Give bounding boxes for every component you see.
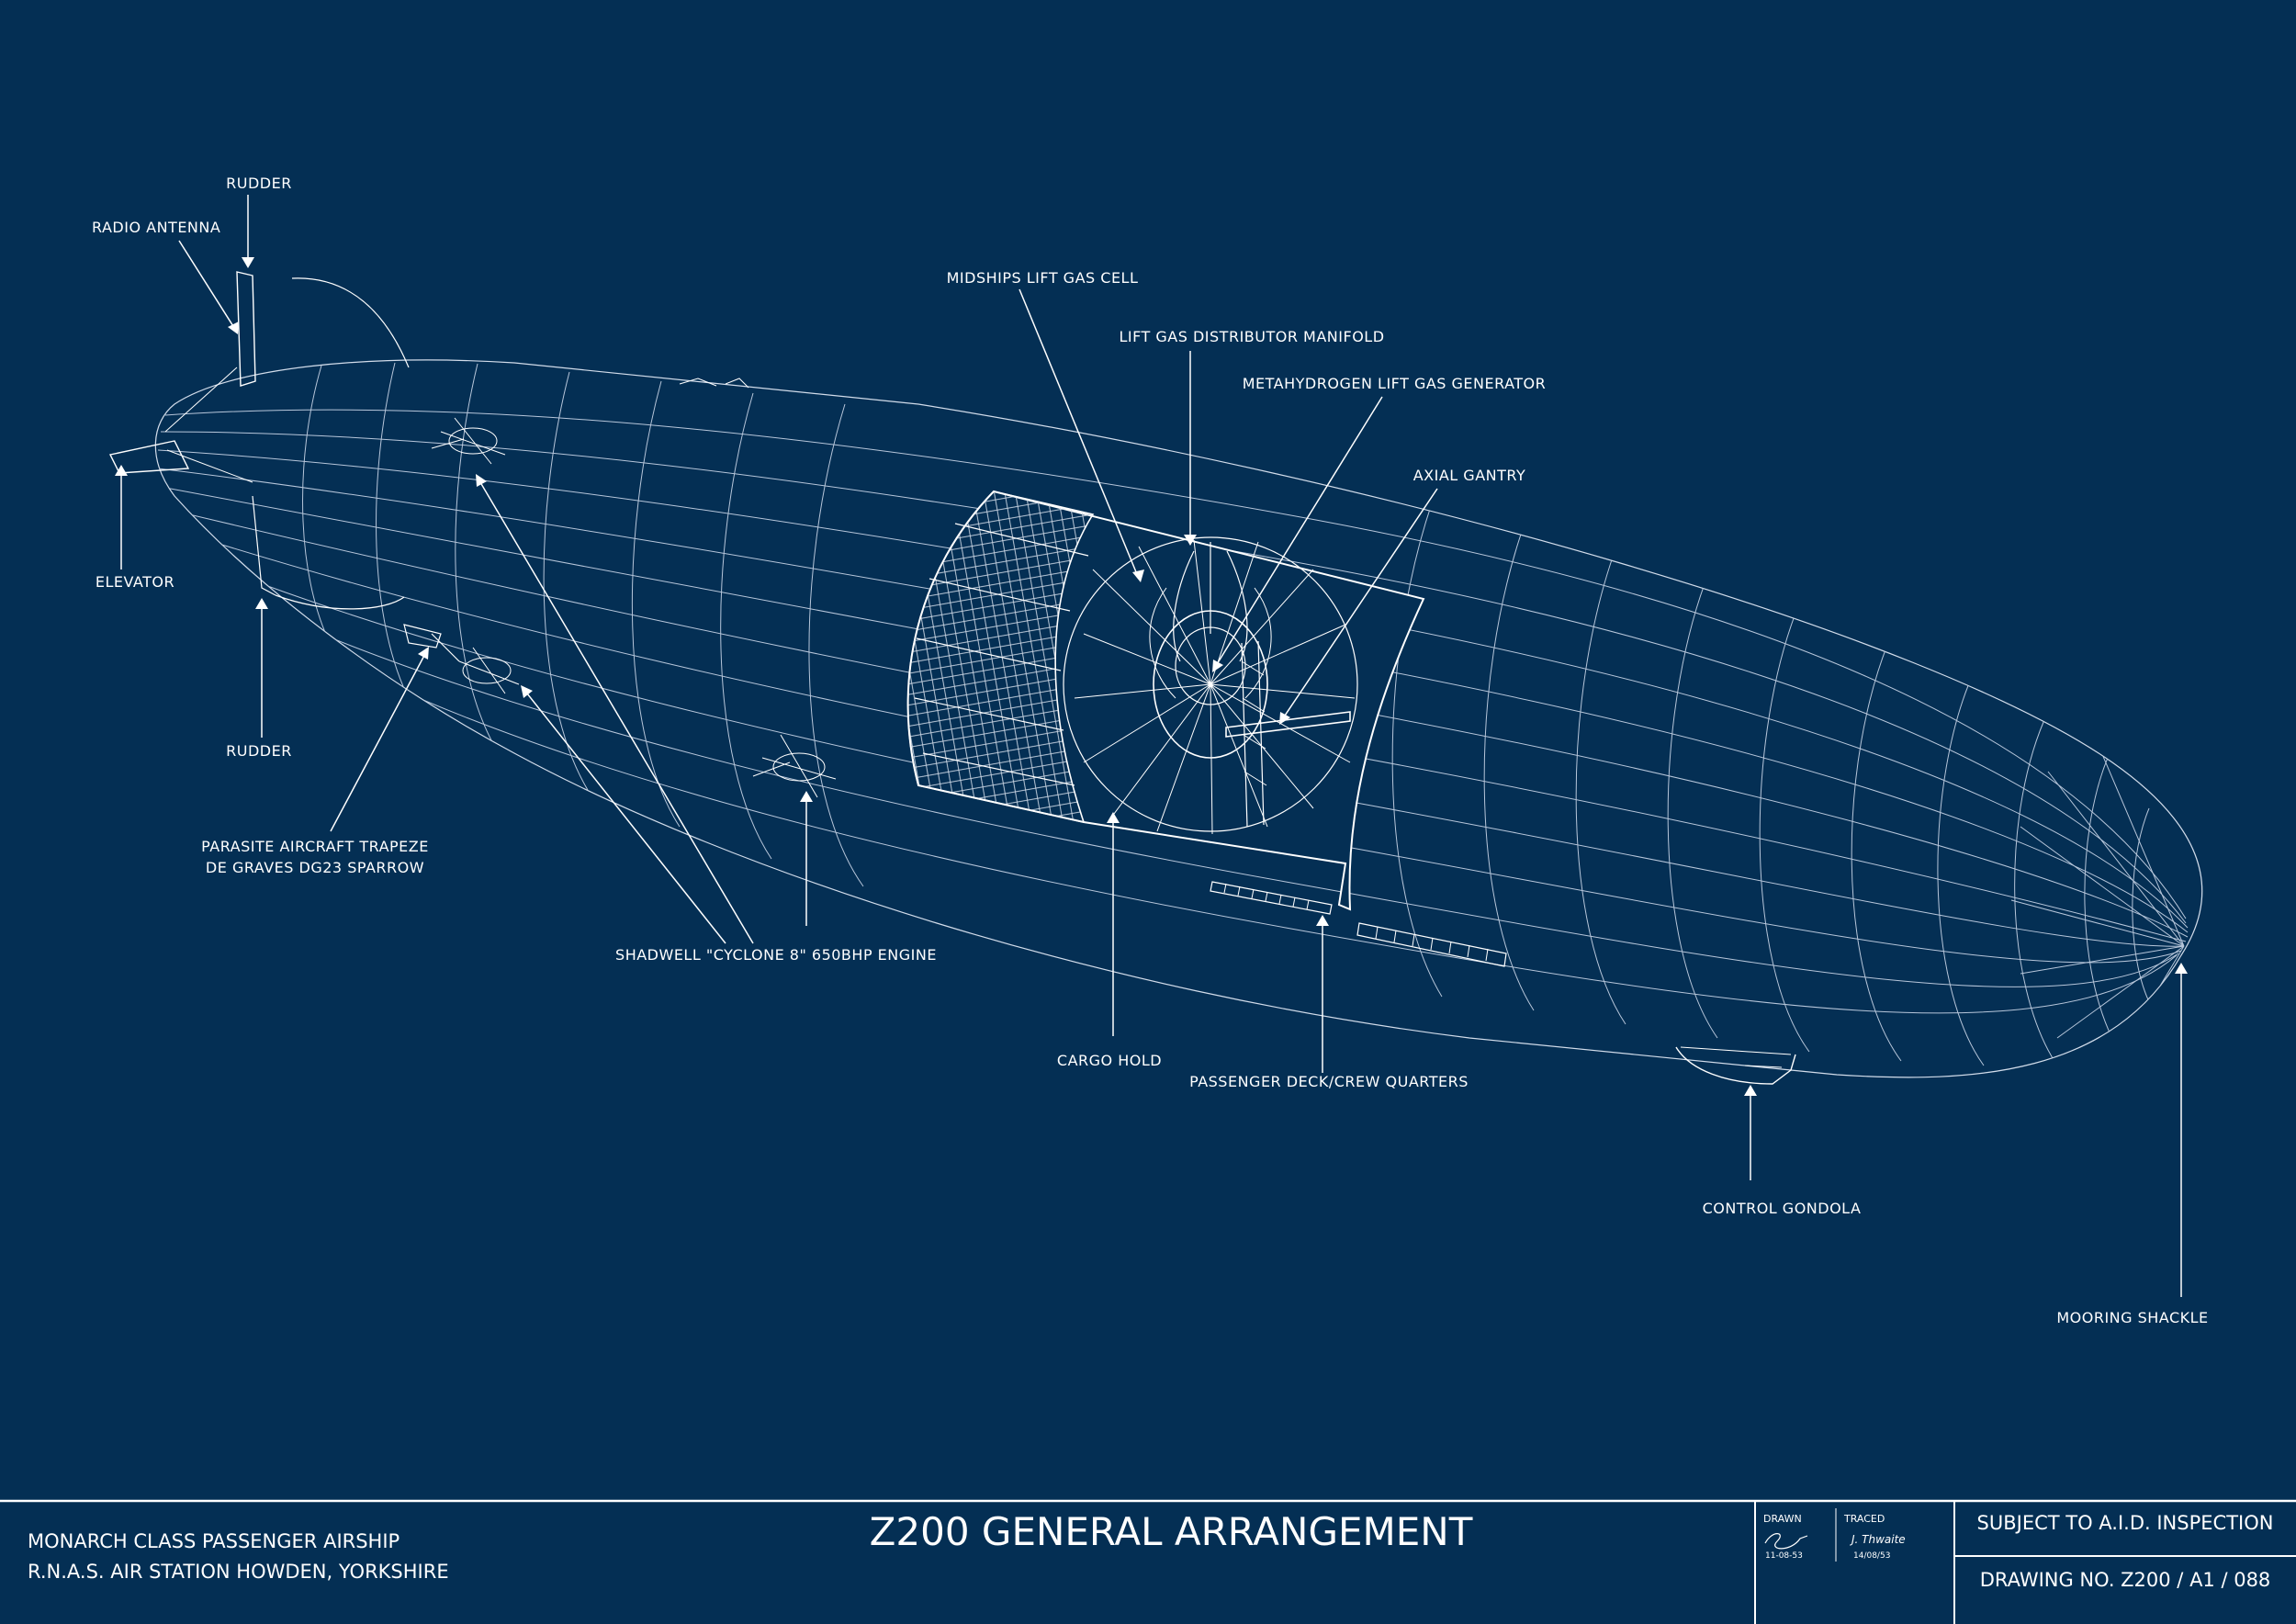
label-engine: SHADWELL "CYCLONE 8" 650BHP ENGINE <box>615 946 937 964</box>
title-block: MONARCH CLASS PASSENGER AIRSHIP R.N.A.S.… <box>0 1499 2296 1624</box>
project-location: R.N.A.S. AIR STATION HOWDEN, YORKSHIRE <box>28 1561 449 1583</box>
label-parasite-line1: PARASITE AIRCRAFT TRAPEZE <box>201 838 429 855</box>
project-name: MONARCH CLASS PASSENGER AIRSHIP <box>28 1530 400 1552</box>
traced-label: TRACED <box>1843 1513 1885 1525</box>
label-generator: METAHYDROGEN LIFT GAS GENERATOR <box>1243 375 1547 392</box>
drawn-date: 11-08-53 <box>1765 1551 1803 1561</box>
label-midships-cell: MIDSHIPS LIFT GAS CELL <box>947 269 1139 287</box>
label-parasite-line2: DE GRAVES DG23 SPARROW <box>206 859 424 876</box>
traced-signature: J. Thwaite <box>1850 1533 1906 1546</box>
drawn-label: DRAWN <box>1763 1513 1802 1525</box>
engine-pod-upper <box>431 417 506 465</box>
leader-lines <box>115 195 2188 1297</box>
label-control-gondola: CONTROL GONDOLA <box>1703 1200 1862 1217</box>
passenger-deck-windows <box>1210 881 1507 967</box>
drawn-signature <box>1764 1533 1808 1550</box>
label-gantry: AXIAL GANTRY <box>1413 467 1526 484</box>
engine-pod-lower <box>752 734 837 798</box>
label-manifold: LIFT GAS DISTRIBUTOR MANIFOLD <box>1119 328 1384 345</box>
label-rudder-bottom: RUDDER <box>226 742 292 760</box>
drawing-title: Z200 GENERAL ARRANGEMENT <box>870 1509 1473 1554</box>
cutaway-section <box>906 490 1425 911</box>
label-elevator: ELEVATOR <box>96 573 174 591</box>
parasite-trapeze <box>403 624 460 662</box>
axial-gantry <box>1225 640 1351 828</box>
label-cargo-hold: CARGO HOLD <box>1057 1052 1162 1069</box>
traced-date: 14/08/53 <box>1853 1551 1890 1561</box>
label-mooring-shackle: MOORING SHACKLE <box>2056 1309 2208 1326</box>
label-passenger-deck: PASSENGER DECK/CREW QUARTERS <box>1189 1073 1469 1090</box>
engine-pod-lower-aft <box>458 647 520 694</box>
control-gondola <box>1675 1046 1796 1085</box>
drawing-number: DRAWING NO. Z200 / A1 / 088 <box>1980 1569 2271 1591</box>
inspection-note: SUBJECT TO A.I.D. INSPECTION <box>1977 1512 2274 1534</box>
lift-gas-generator <box>1149 542 1272 759</box>
label-radio-antenna: RADIO ANTENNA <box>92 219 220 236</box>
label-rudder-top: RUDDER <box>226 175 292 192</box>
callout-labels: RUDDER RADIO ANTENNA ELEVATOR RUDDER PAR… <box>92 175 2208 1326</box>
